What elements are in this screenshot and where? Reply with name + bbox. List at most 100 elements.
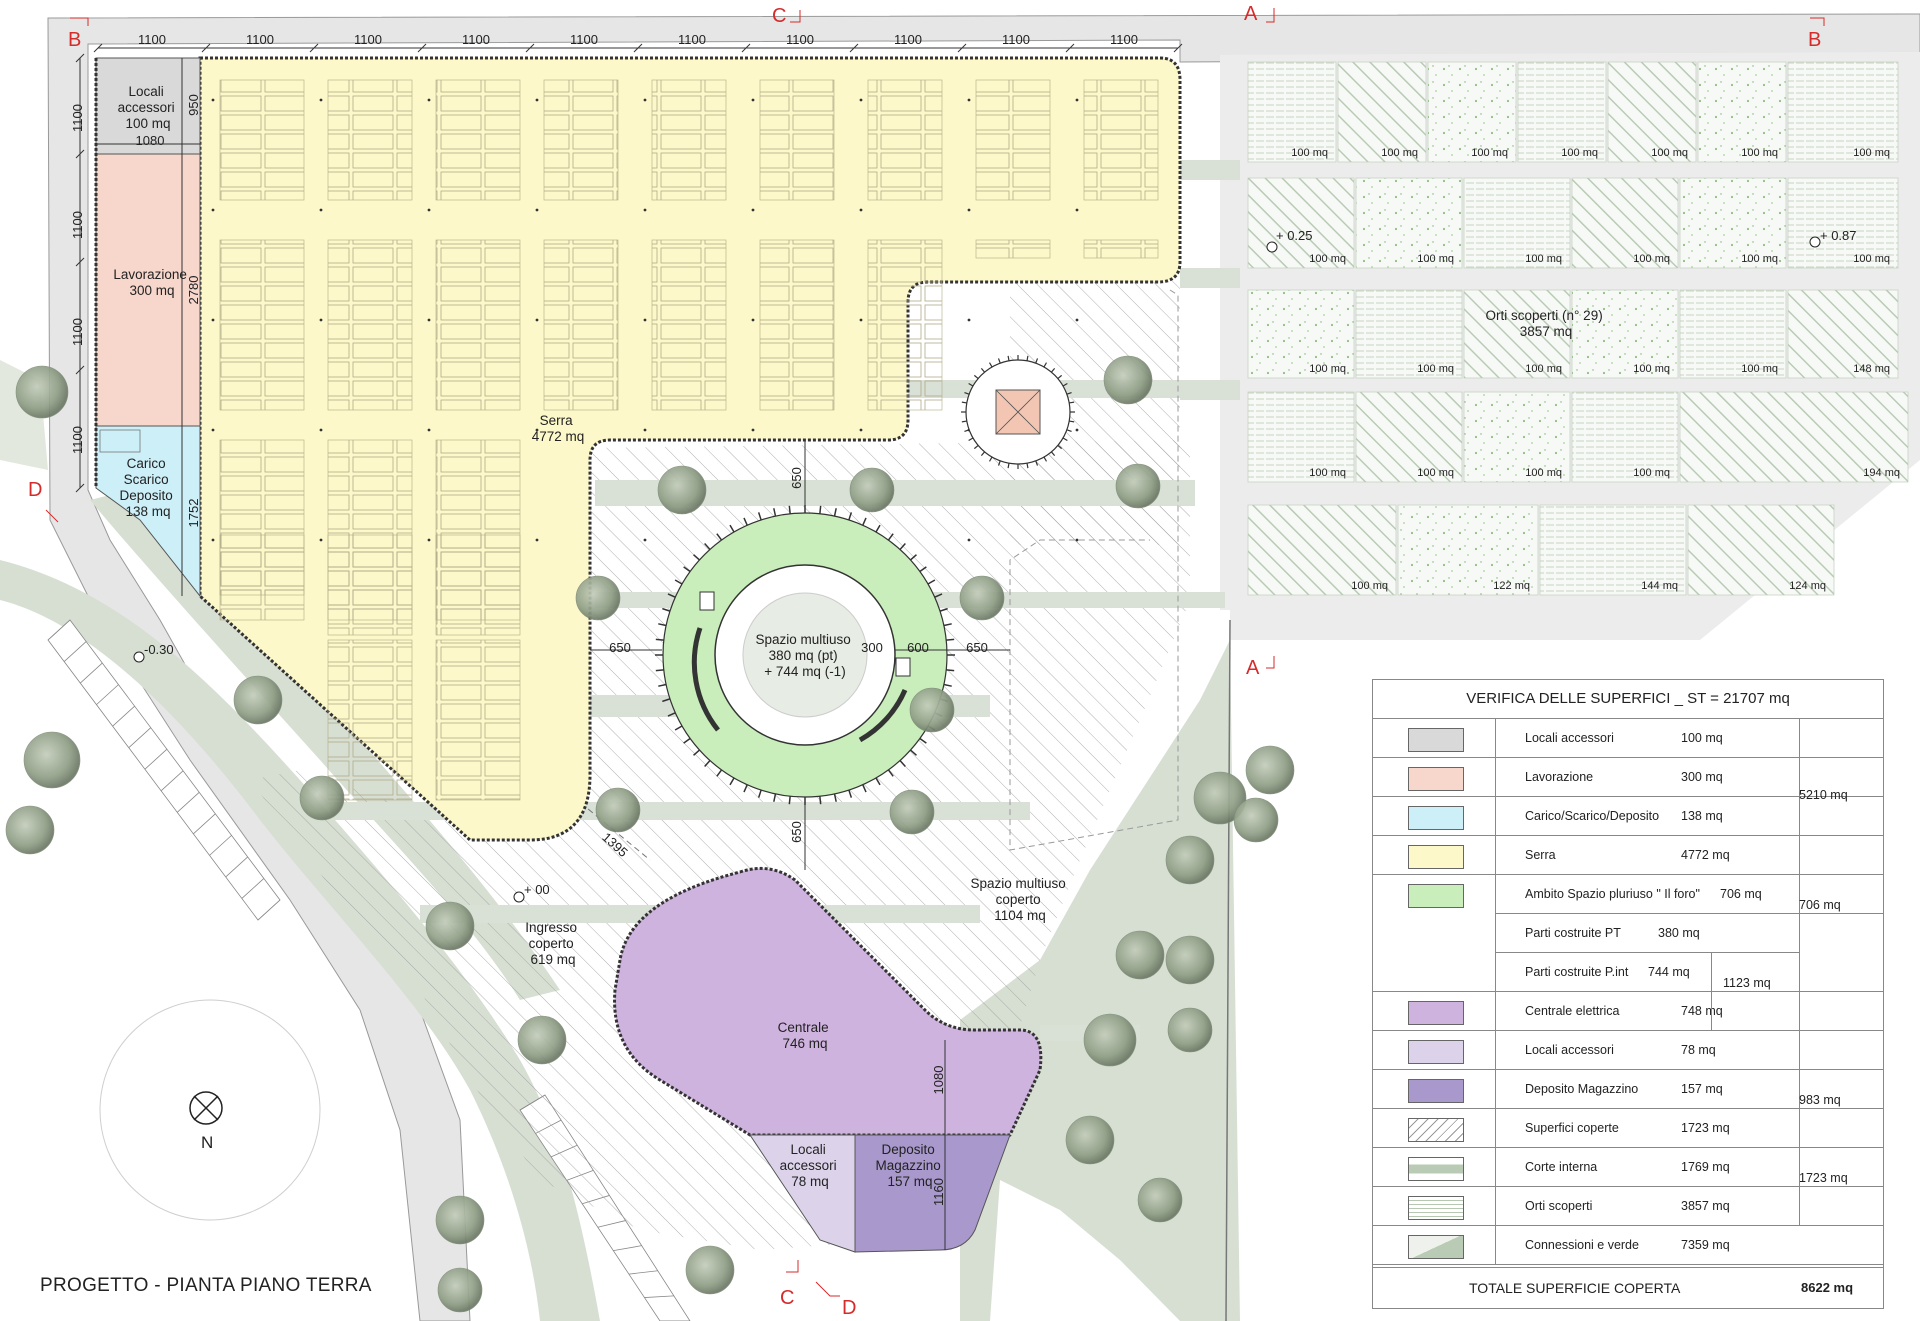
section-mark-c-top: C — [772, 5, 786, 27]
legend-item-name: Orti scoperti — [1525, 1199, 1593, 1213]
section-mark-d-left: D — [28, 479, 42, 501]
legend-rule — [1373, 1069, 1883, 1070]
section-mark-c-bottom: C — [780, 1287, 794, 1309]
dim-top-4: 1100 — [462, 32, 490, 47]
legend-rule — [1373, 1225, 1883, 1226]
legend-item-value: 300 mq — [1681, 770, 1723, 784]
legend-swatch — [1408, 1196, 1464, 1220]
legend-item-name: Corte interna — [1525, 1160, 1598, 1174]
legend-item-name: Parti costruite P.int — [1525, 965, 1629, 979]
deposito-magazzino — [854, 1134, 1011, 1253]
table-title: VERIFICA DELLE SUPERFICI _ ST = 21707 mq — [1373, 680, 1883, 719]
dim-circle-e: 650 — [966, 640, 988, 655]
legend-item-value: 1723 mq — [1681, 1121, 1730, 1135]
plot-area-label: 100 mq — [1853, 147, 1890, 159]
plot-area-label: 100 mq — [1291, 147, 1328, 159]
dim-circle-n: 650 — [789, 467, 804, 489]
legend-item-name: Deposito Magazzino — [1525, 1082, 1639, 1096]
legend-item-value: 748 mq — [1681, 1004, 1723, 1018]
total-row: TOTALE SUPERFICIE COPERTA 8622 mq — [1373, 1267, 1883, 1308]
legend-row: Centrale elettrica 748 mq — [1373, 991, 1883, 1030]
legend-item-name: Lavorazione — [1525, 770, 1594, 784]
level-marker-icons — [133, 236, 1821, 903]
legend-rule — [1373, 1030, 1883, 1031]
legend-rule — [1373, 1108, 1883, 1109]
north-label: N — [201, 1133, 213, 1152]
plot-area-label: 100 mq — [1651, 147, 1688, 159]
plot-area-label: 100 mq — [1741, 363, 1778, 375]
label-locali-top: Locali accessori 100 mq — [118, 84, 179, 131]
legend-item-value: 744 mq — [1648, 965, 1690, 979]
level-3: -0.30 — [144, 642, 174, 657]
legend-swatch — [1408, 1001, 1464, 1025]
section-mark-b-left: B — [68, 29, 81, 51]
dim-circle-w: 650 — [609, 640, 631, 655]
legend-swatch — [1408, 767, 1464, 791]
plot-area-label: 100 mq — [1525, 467, 1562, 479]
legend-swatch — [1408, 1157, 1464, 1181]
legend-column-rule — [1711, 952, 1712, 1030]
plot-area-label: 148 mq — [1853, 363, 1890, 375]
label-lavorazione: Lavorazione 300 mq — [113, 267, 190, 298]
label-locali-bottom: Locali accessori 78 mq — [780, 1142, 841, 1189]
trees — [5, 355, 1295, 1313]
dim-locali-w: 1080 — [136, 133, 165, 148]
legend-rule — [1373, 835, 1883, 836]
legend-item-value: 1769 mq — [1681, 1160, 1730, 1174]
section-mark-a-top: A — [1244, 3, 1258, 25]
plot-area-label: 100 mq — [1741, 253, 1778, 265]
legend-item-name: Centrale elettrica — [1525, 1004, 1620, 1018]
north-arrow-icon — [189, 1091, 223, 1125]
plot-area-label: 100 mq — [1417, 363, 1454, 375]
legend-rule — [1373, 757, 1883, 758]
legend-swatch — [1408, 884, 1464, 908]
plot-area-label: 100 mq — [1561, 147, 1598, 159]
legend-item-value: 3857 mq — [1681, 1199, 1730, 1213]
legend-group-total: 1723 mq — [1799, 1171, 1848, 1185]
level-4: + 00 — [524, 882, 550, 897]
total-value: 8622 mq — [1801, 1280, 1854, 1295]
legend-rule — [1373, 991, 1883, 992]
level-1: + 0.25 — [1276, 228, 1313, 243]
dim-carico-h: 1752 — [186, 499, 201, 528]
legend-item-name: Parti costruite PT — [1525, 926, 1621, 940]
dim-left-2: 1100 — [70, 211, 85, 239]
section-mark-b-right: B — [1808, 29, 1821, 51]
plot-area-label: 100 mq — [1525, 363, 1562, 375]
plot-area-label: 100 mq — [1309, 253, 1346, 265]
label-carico: Carico Scarico Deposito 138 mq — [119, 456, 176, 519]
legend-group-total: 706 mq — [1799, 898, 1841, 912]
room-lavorazione — [95, 153, 201, 427]
legend-item-value: 157 mq — [1681, 1082, 1723, 1096]
legend-item-value: 78 mq — [1681, 1043, 1716, 1057]
plot-area-label: 100 mq — [1633, 363, 1670, 375]
legend-rule — [1373, 874, 1883, 875]
legend-item-name: Connessioni e verde — [1525, 1238, 1639, 1252]
dim-top-3: 1100 — [354, 32, 382, 47]
legend-item-name: Locali accessori — [1525, 731, 1614, 745]
dim-left-1: 1100 — [70, 104, 85, 132]
legend-item-value: 4772 mq — [1681, 848, 1730, 862]
plot-area-label: 122 mq — [1493, 580, 1530, 592]
legend-row: Locali accessori 100 mq — [1373, 718, 1883, 757]
plot-area-label: 124 mq — [1789, 580, 1826, 592]
dim-inner-r2: 600 — [907, 640, 929, 655]
plot-area-label: 144 mq — [1641, 580, 1678, 592]
label-centrale: Centrale 746 mq — [778, 1020, 833, 1051]
section-mark-a-mid: A — [1246, 657, 1260, 679]
plot-area-label: 100 mq — [1381, 147, 1418, 159]
plot-area-label: 100 mq — [1417, 467, 1454, 479]
total-label: TOTALE SUPERFICIE COPERTA — [1469, 1280, 1681, 1296]
legend-group-total: 5210 mq — [1799, 788, 1848, 802]
plot-area-label: 100 mq — [1525, 253, 1562, 265]
legend-row: Deposito Magazzino 157 mq — [1373, 1069, 1883, 1108]
legend-swatch — [1408, 1040, 1464, 1064]
legend-item-name: Serra — [1525, 848, 1556, 862]
legend-rule — [1495, 952, 1799, 953]
legend-item-value: 100 mq — [1681, 731, 1723, 745]
legend-swatch — [1408, 728, 1464, 752]
legend-row: Parti costruite P.int 744 mq — [1373, 952, 1883, 991]
